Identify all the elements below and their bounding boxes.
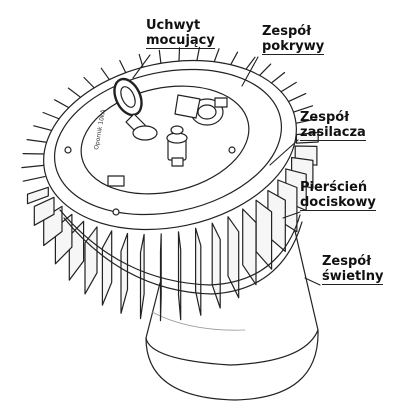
- label-light-line1: Zespół: [322, 254, 372, 269]
- heatsink-fin: [21, 164, 45, 169]
- heatsink-fin: [277, 81, 297, 95]
- heatsink-fin: [267, 71, 286, 87]
- eye-bolt-icon: [113, 77, 158, 141]
- heatsink-fin: [100, 67, 113, 84]
- heatsink-fin: [294, 118, 318, 124]
- clamping-ring: [59, 209, 301, 286]
- heatsink-fin: [211, 222, 221, 309]
- label-cover-line1: Zespół: [262, 24, 312, 39]
- heatsink-fin: [26, 139, 49, 144]
- heatsink-fin: [227, 216, 240, 299]
- label-light: Zespół świetlny: [322, 254, 384, 285]
- heatsink-fin: [195, 46, 201, 67]
- heatsink-fin: [120, 232, 129, 314]
- label-psu-line2: zasilacza: [300, 125, 366, 141]
- heatsink-fin: [227, 51, 239, 70]
- heatsink-fin: [67, 87, 85, 101]
- label-light-line2: świetlny: [322, 269, 384, 285]
- heatsink-fin: [101, 230, 113, 306]
- heatsink-fin: [42, 111, 63, 121]
- heatsink-fins: [21, 46, 319, 322]
- heatsink-fin: [139, 233, 145, 320]
- label-psu: Zespół zasilacza: [300, 110, 366, 141]
- heatsink-fin: [33, 196, 55, 226]
- heatsink-fin: [242, 208, 257, 286]
- screw-icon: [64, 97, 236, 216]
- heatsink-fin: [33, 125, 55, 132]
- label-psu-line1: Zespół: [300, 110, 350, 125]
- cable-gland-icon: [166, 125, 188, 167]
- heatsink-fin: [54, 99, 73, 111]
- housing-rim-inner: [53, 68, 283, 216]
- heatsink-fin: [178, 47, 181, 67]
- light-module: [145, 217, 319, 401]
- heatsink-fin: [22, 176, 46, 182]
- label-ring-line1: Pierścień: [300, 180, 368, 195]
- heatsink-fin: [26, 186, 49, 205]
- heatsink-fin: [138, 53, 145, 73]
- label-mount-line1: Uchwyt: [146, 18, 201, 33]
- heatsink-fin: [158, 49, 163, 69]
- heatsink-fin: [119, 60, 129, 78]
- heatsink-fin: [285, 93, 307, 104]
- leader-lines: [132, 54, 321, 286]
- label-mount-line2: mocujący: [146, 33, 215, 49]
- heatsink-fin: [255, 63, 272, 80]
- label-cover-line2: pokrywy: [262, 39, 325, 55]
- label-ring-line2: dociskowy: [300, 195, 376, 211]
- heatsink-fin: [242, 56, 256, 74]
- heatsink-fin: [177, 231, 182, 321]
- label-cover: Zespół pokrywy: [262, 24, 325, 55]
- heatsink-fin: [83, 76, 98, 92]
- label-mount: Uchwyt mocujący: [146, 18, 215, 49]
- heatsink-fin: [291, 105, 314, 114]
- label-ring: Pierścień dociskowy: [300, 180, 376, 211]
